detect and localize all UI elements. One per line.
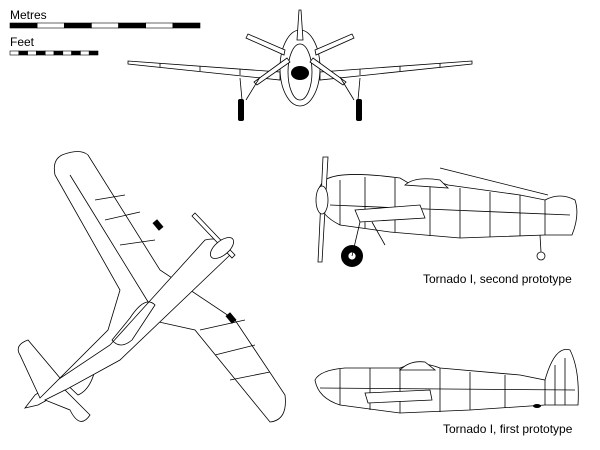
side-view-second-prototype — [315, 156, 578, 267]
scale-segment — [9, 22, 38, 29]
caption-second-prototype: Tornado I, second prototype — [423, 272, 572, 286]
scale-segment — [9, 50, 20, 56]
scale-segment — [71, 50, 81, 56]
side-view-first-prototype — [314, 348, 579, 414]
scale-segment — [53, 50, 64, 56]
metres-scale-label: Metres — [10, 8, 47, 22]
scale-segment — [18, 50, 28, 56]
front-view — [127, 9, 473, 121]
feet-scale-bar — [9, 50, 99, 56]
scale-segment — [62, 50, 72, 56]
scale-segment — [172, 22, 201, 29]
plan-view — [17, 151, 286, 423]
scale-segment — [145, 22, 174, 29]
metres-scale-bar — [9, 22, 201, 29]
scale-segment — [44, 50, 55, 56]
scale-segment — [88, 50, 99, 56]
caption-first-prototype: Tornado I, first prototype — [443, 422, 573, 436]
scale-segment — [27, 50, 37, 56]
scale-segment — [36, 50, 46, 56]
scale-segment — [80, 50, 90, 56]
scale-segment — [63, 22, 92, 29]
scale-segment — [118, 22, 147, 29]
feet-scale-label: Feet — [10, 35, 35, 49]
scale-segment — [36, 22, 65, 29]
scale-segment — [91, 22, 119, 29]
